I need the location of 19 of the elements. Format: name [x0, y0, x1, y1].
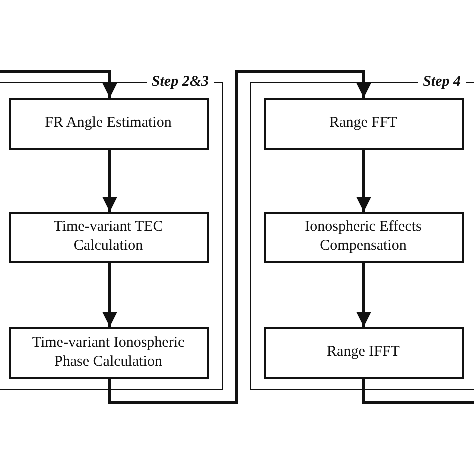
- process-label: Time-variant TEC Calculation: [52, 218, 164, 256]
- process-box: [8, 98, 208, 150]
- arrow: [0, 70, 118, 98]
- arrow: [356, 150, 372, 212]
- process-box: [264, 98, 464, 150]
- connector-line: [362, 379, 474, 404]
- process-box: [8, 326, 208, 378]
- process-box: [8, 212, 208, 262]
- arrow: [102, 150, 118, 212]
- process-label: Time-variant Ionospheric Phase Calculation: [31, 334, 186, 372]
- process-label: FR Angle Estimation: [45, 114, 172, 133]
- process-label: Range FFT: [330, 114, 398, 133]
- process-label: Ionospheric Effects Compensation: [304, 218, 423, 256]
- arrow: [102, 263, 118, 327]
- arrow: [356, 263, 372, 327]
- process-box: [264, 326, 464, 378]
- process-box: [264, 212, 464, 262]
- process-label: Range IFFT: [327, 343, 400, 362]
- arrow: [108, 70, 372, 404]
